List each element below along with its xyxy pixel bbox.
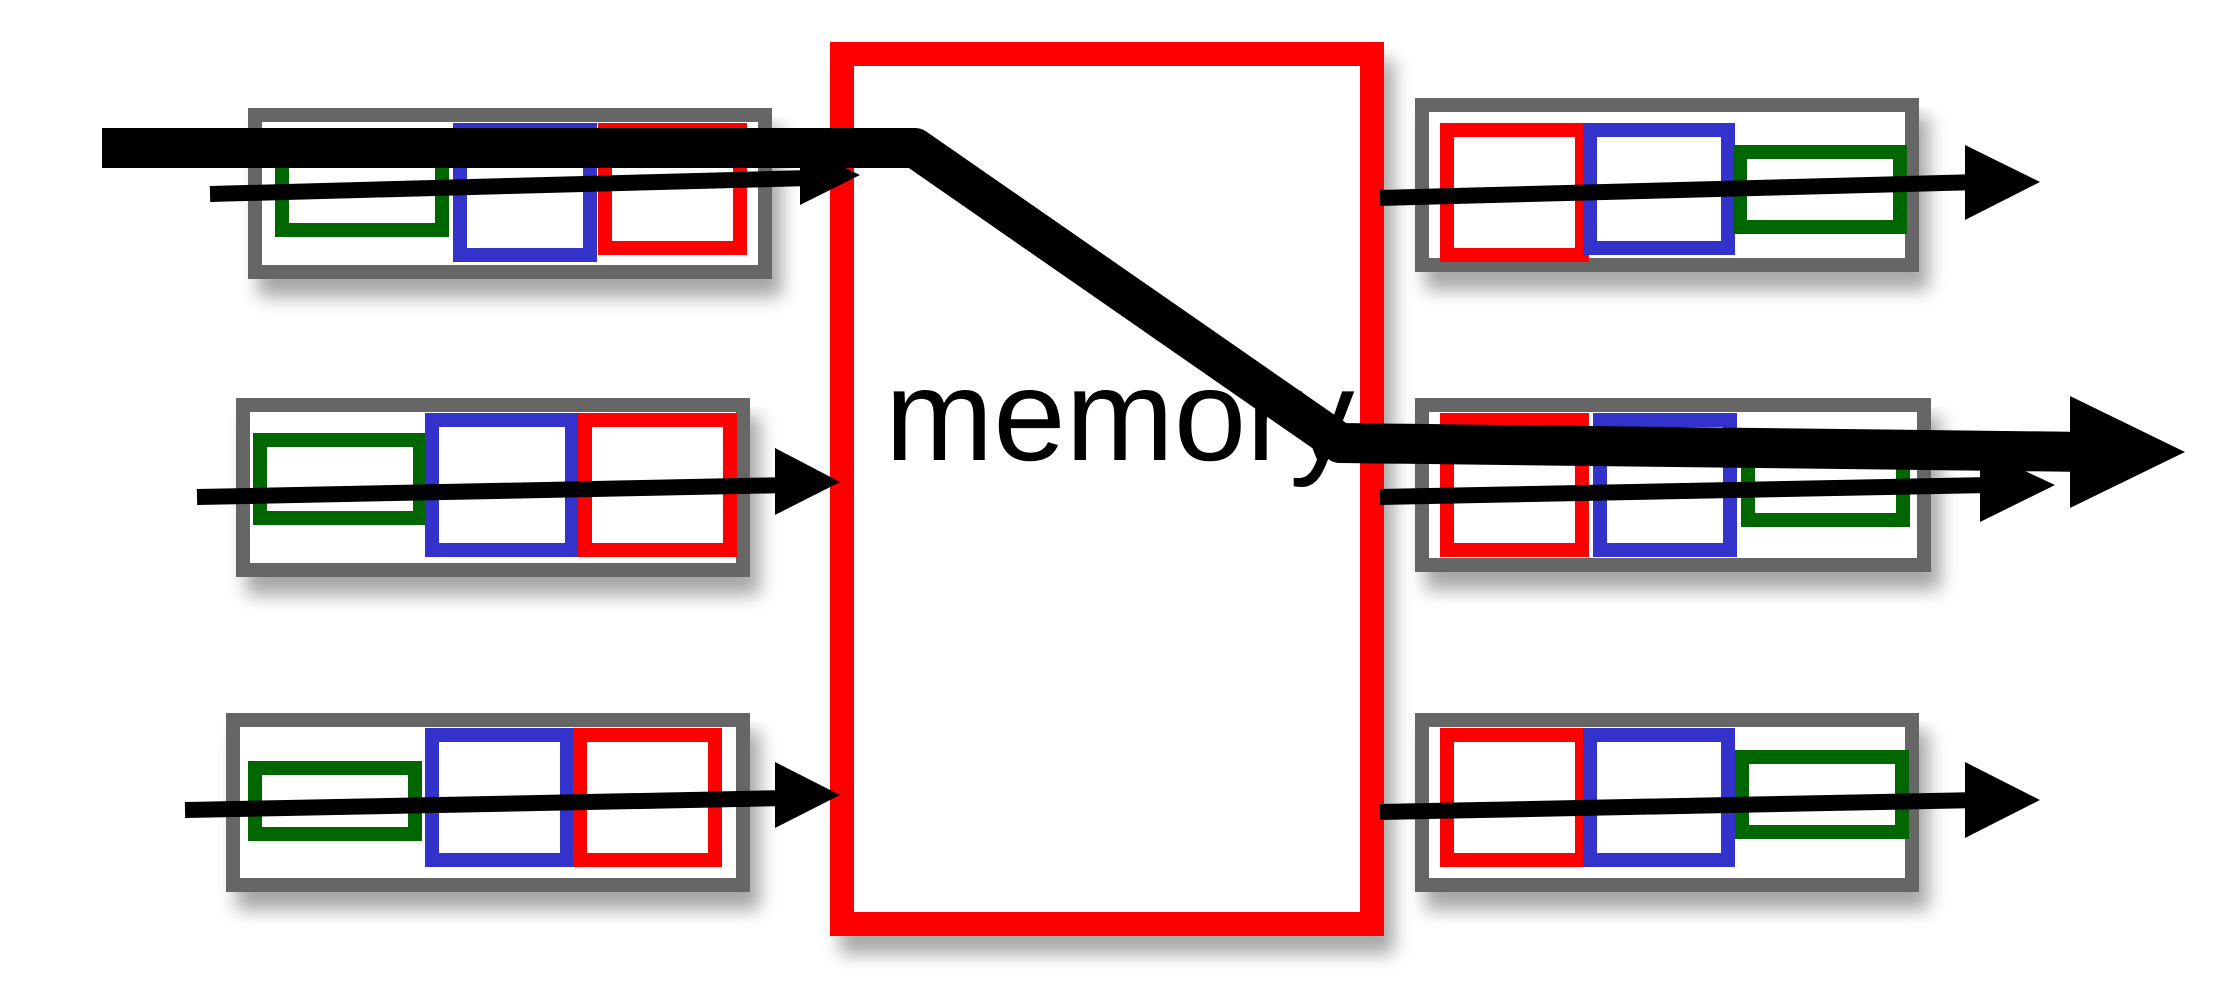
arrow-shaft: [209, 170, 811, 202]
input-arrow-2: [196, 448, 840, 515]
arrow-shaft: [1379, 792, 1981, 820]
arrow-shaft: [1379, 477, 1991, 505]
packet-red: [1440, 413, 1589, 557]
arrowhead: [1965, 762, 2040, 838]
output-arrow-3: [1379, 762, 2040, 838]
input-arrow-3: [184, 762, 840, 828]
arrow-shaft: [102, 128, 2091, 472]
arrowhead: [775, 762, 840, 828]
arrow-shaft: [1379, 174, 1981, 206]
arrow-shaft: [196, 477, 791, 505]
memory-block: memory: [830, 42, 1384, 936]
arrowhead: [775, 448, 840, 515]
memory-box: [830, 42, 1384, 936]
output-arrow-1: [1379, 145, 2040, 220]
arrowhead: [2070, 396, 2185, 508]
arrowhead: [1965, 145, 2040, 220]
switched-path-arrow: [102, 128, 2185, 508]
packet-red: [1440, 728, 1589, 867]
arrow-shaft: [184, 790, 791, 818]
packet-green: [253, 433, 427, 525]
